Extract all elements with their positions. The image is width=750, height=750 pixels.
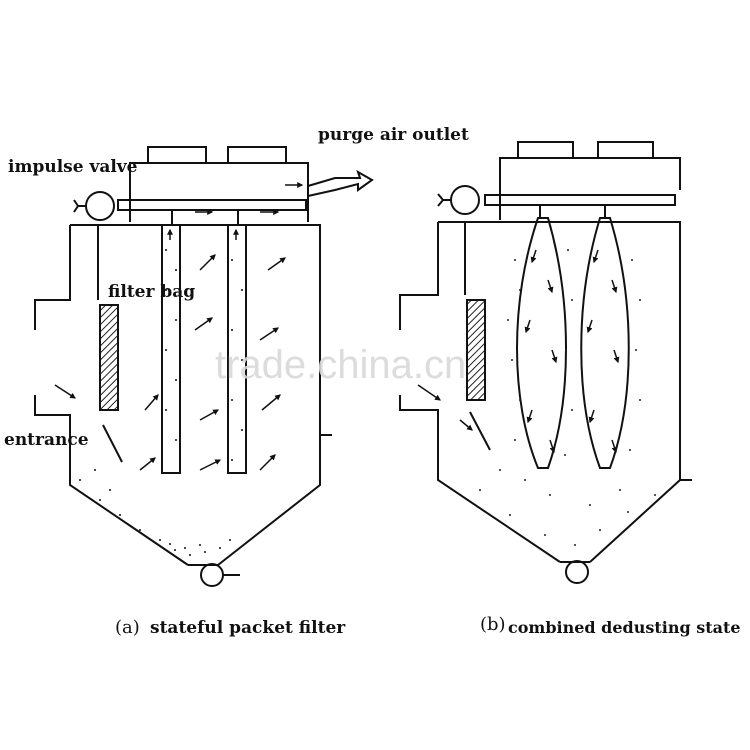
right-top-cap-1 (517, 141, 574, 159)
right-rotary-valve (565, 560, 589, 584)
caption-b-text: combined dedusting state (508, 618, 741, 637)
left-blow-pipe (117, 199, 307, 211)
right-dust-cloud (479, 249, 656, 546)
right-blow-pipe (484, 194, 676, 206)
right-filter-diagram (399, 141, 692, 584)
left-rotary-valve (200, 563, 224, 587)
left-filter-bag-2 (227, 224, 247, 474)
left-top-cap-2 (227, 146, 287, 164)
left-purge-outlet (307, 169, 374, 197)
right-main-body (399, 221, 681, 563)
right-filter-bag-2 (580, 217, 630, 469)
left-upper-chamber (129, 162, 309, 222)
watermark: trade.china.cn (215, 343, 466, 387)
right-upper-chamber (499, 157, 681, 220)
filter-bag-label: filter bag (108, 282, 195, 302)
caption-b-marker: (b) (480, 614, 506, 635)
left-hatched-plate (99, 304, 119, 411)
purge-air-outlet-label: purge air outlet (318, 125, 469, 145)
right-impulse-valve (450, 185, 480, 215)
left-hopper-dust (79, 469, 231, 556)
left-filter-diagram (34, 146, 374, 587)
right-top-cap-2 (597, 141, 654, 159)
caption-a-marker: (a) (115, 617, 140, 638)
right-hatched-plate (466, 299, 486, 401)
impulse-valve-label: impulse valve (8, 157, 138, 177)
left-filter-bag-1 (161, 224, 181, 474)
right-flow-arrows (417, 249, 620, 454)
entrance-label: entrance (4, 430, 89, 450)
left-bag-dots (165, 249, 243, 461)
left-main-body (34, 224, 321, 566)
left-impulse-valve (85, 191, 115, 221)
caption-a-text: stateful packet filter (150, 618, 346, 638)
left-top-cap-1 (147, 146, 207, 164)
right-filter-bag-1 (516, 217, 567, 469)
left-flow-arrows (54, 182, 304, 471)
